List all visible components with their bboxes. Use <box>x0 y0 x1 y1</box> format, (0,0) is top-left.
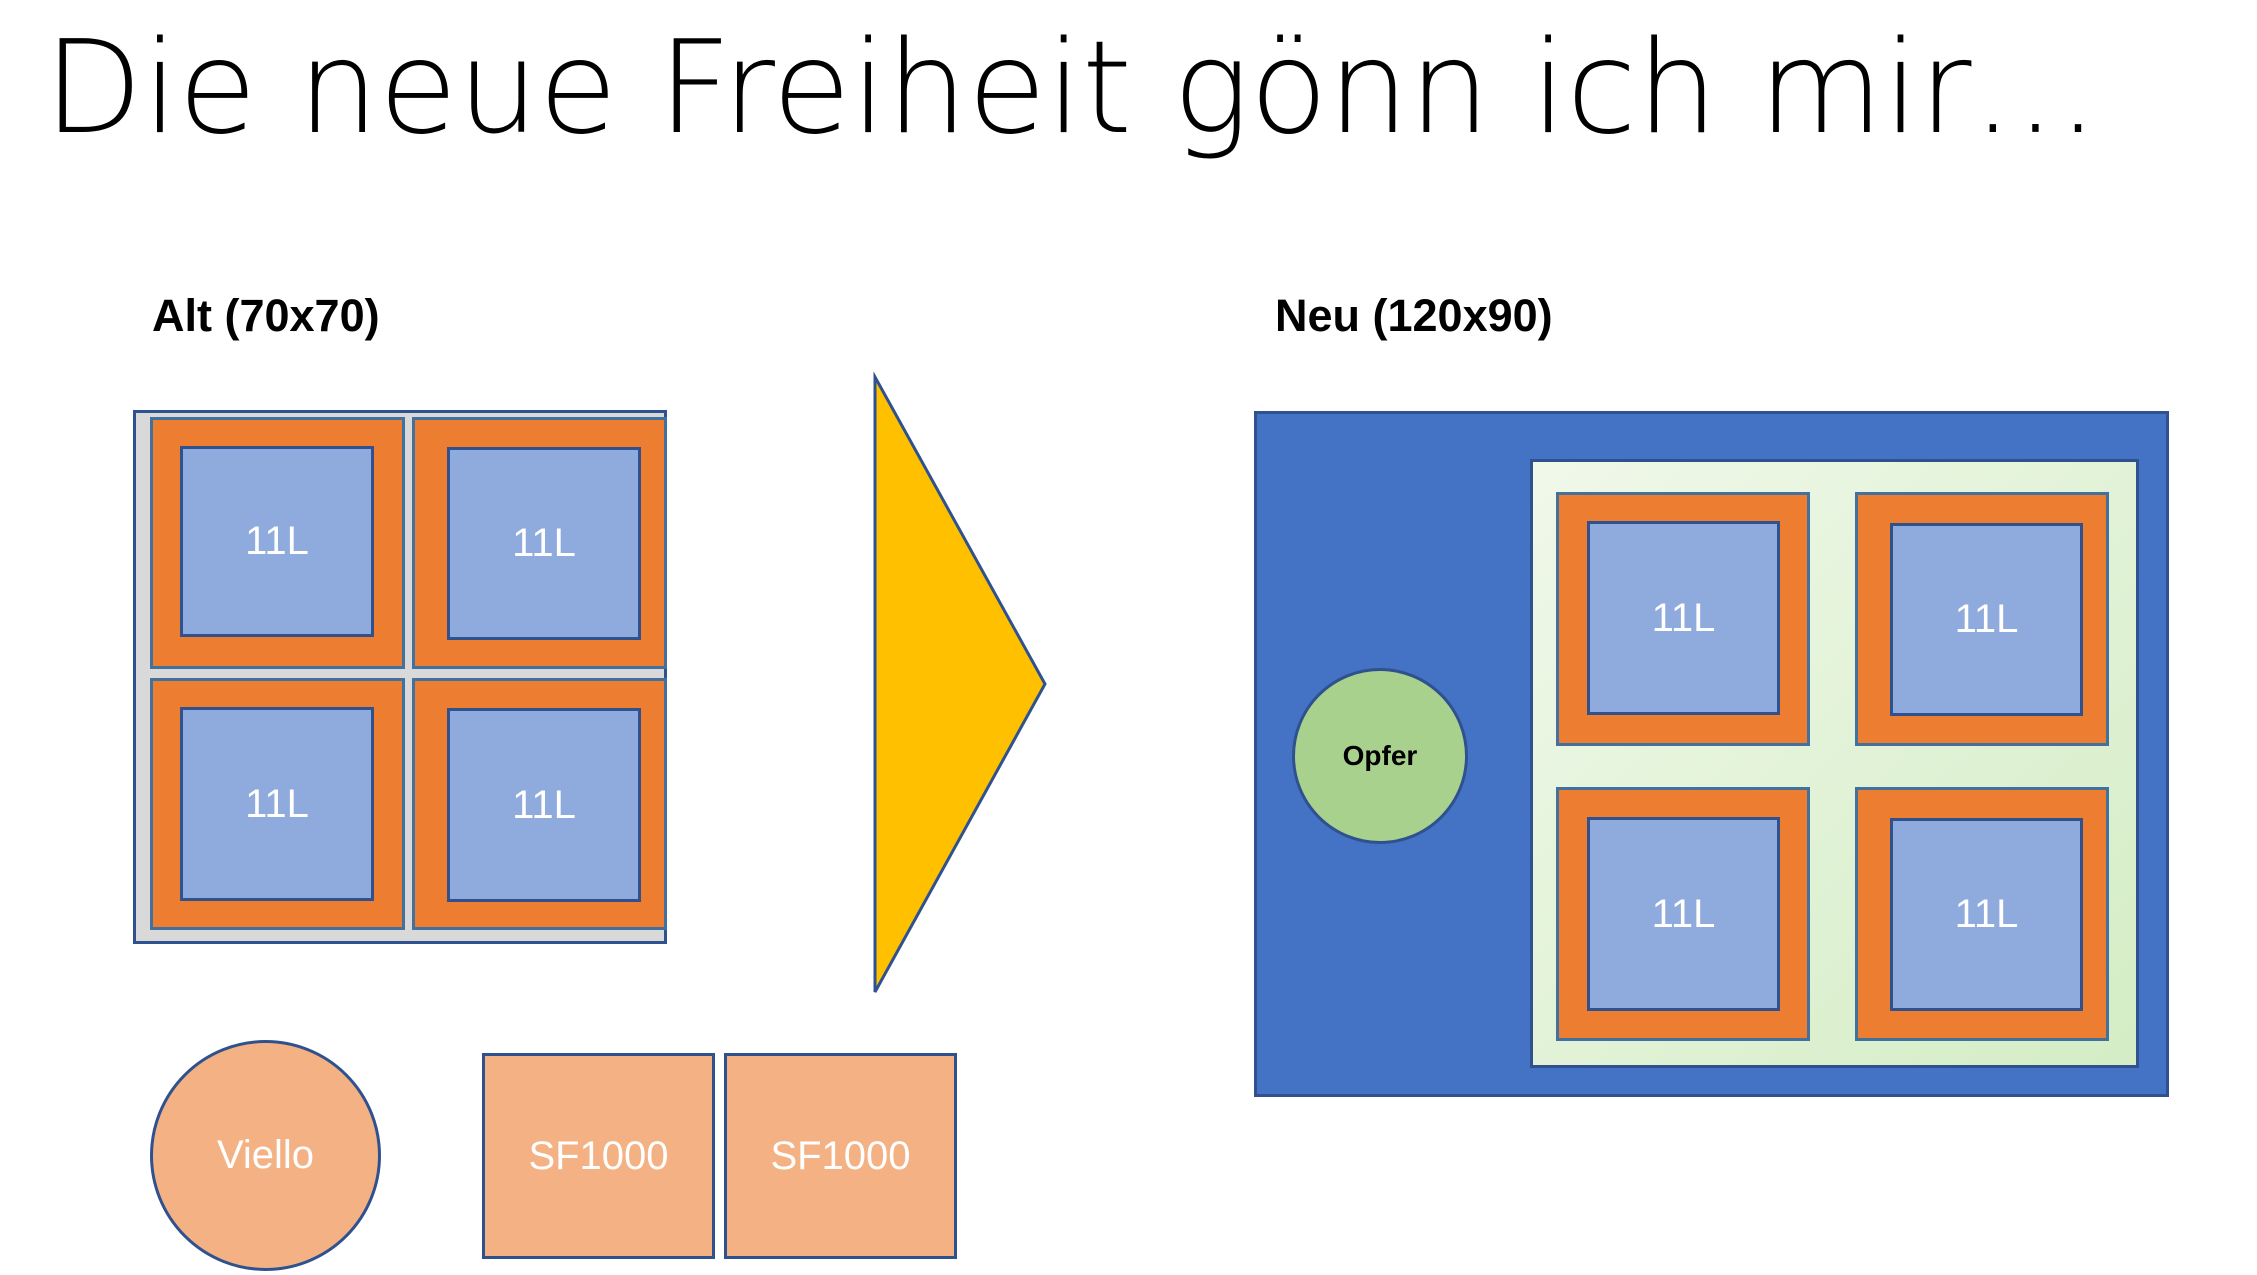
sf1000-box-1: SF1000 <box>482 1053 715 1259</box>
new-layout-heading: Neu (120x90) <box>1275 290 1553 341</box>
slide-title: Die neue Freiheit gönn ich mir… <box>44 14 2100 163</box>
old-tile-1: 11L <box>180 446 374 637</box>
old-tile-2: 11L <box>447 447 641 640</box>
sf1000-box-2: SF1000 <box>724 1053 957 1259</box>
old-tile-3: 11L <box>180 707 374 901</box>
viello-circle: Viello <box>150 1040 381 1271</box>
new-tile-3: 11L <box>1587 817 1780 1011</box>
old-layout-heading: Alt (70x70) <box>152 290 380 341</box>
new-tile-2: 11L <box>1890 523 2083 716</box>
new-tile-1: 11L <box>1587 521 1780 715</box>
old-tile-4: 11L <box>447 708 641 902</box>
new-tile-4: 11L <box>1890 818 2083 1011</box>
transition-arrow-icon <box>873 372 1047 993</box>
opfer-circle: Opfer <box>1292 668 1468 844</box>
